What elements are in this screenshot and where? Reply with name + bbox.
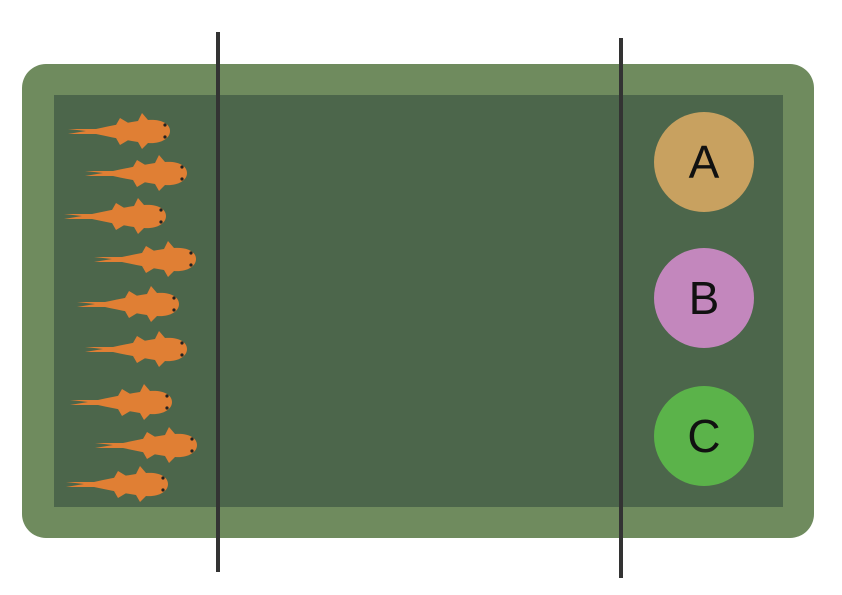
token-a: A bbox=[654, 112, 754, 212]
fish-icon bbox=[66, 466, 168, 502]
fish-icon bbox=[64, 198, 166, 234]
fish-icon bbox=[85, 331, 187, 367]
fish-icon bbox=[70, 384, 172, 420]
fish-icon bbox=[68, 113, 170, 149]
fish-icon bbox=[94, 241, 196, 277]
token-c: C bbox=[654, 386, 754, 486]
token-b-circle bbox=[654, 248, 754, 348]
token-c-circle bbox=[654, 386, 754, 486]
token-b: B bbox=[654, 248, 754, 348]
token-a-circle bbox=[654, 112, 754, 212]
fish-icon bbox=[77, 286, 179, 322]
fish-icon bbox=[95, 427, 197, 463]
token-a-label: A bbox=[689, 136, 720, 188]
token-b-label: B bbox=[689, 272, 720, 324]
token-c-label: C bbox=[687, 410, 720, 462]
fish-school bbox=[64, 113, 197, 502]
fish-icon bbox=[85, 155, 187, 191]
